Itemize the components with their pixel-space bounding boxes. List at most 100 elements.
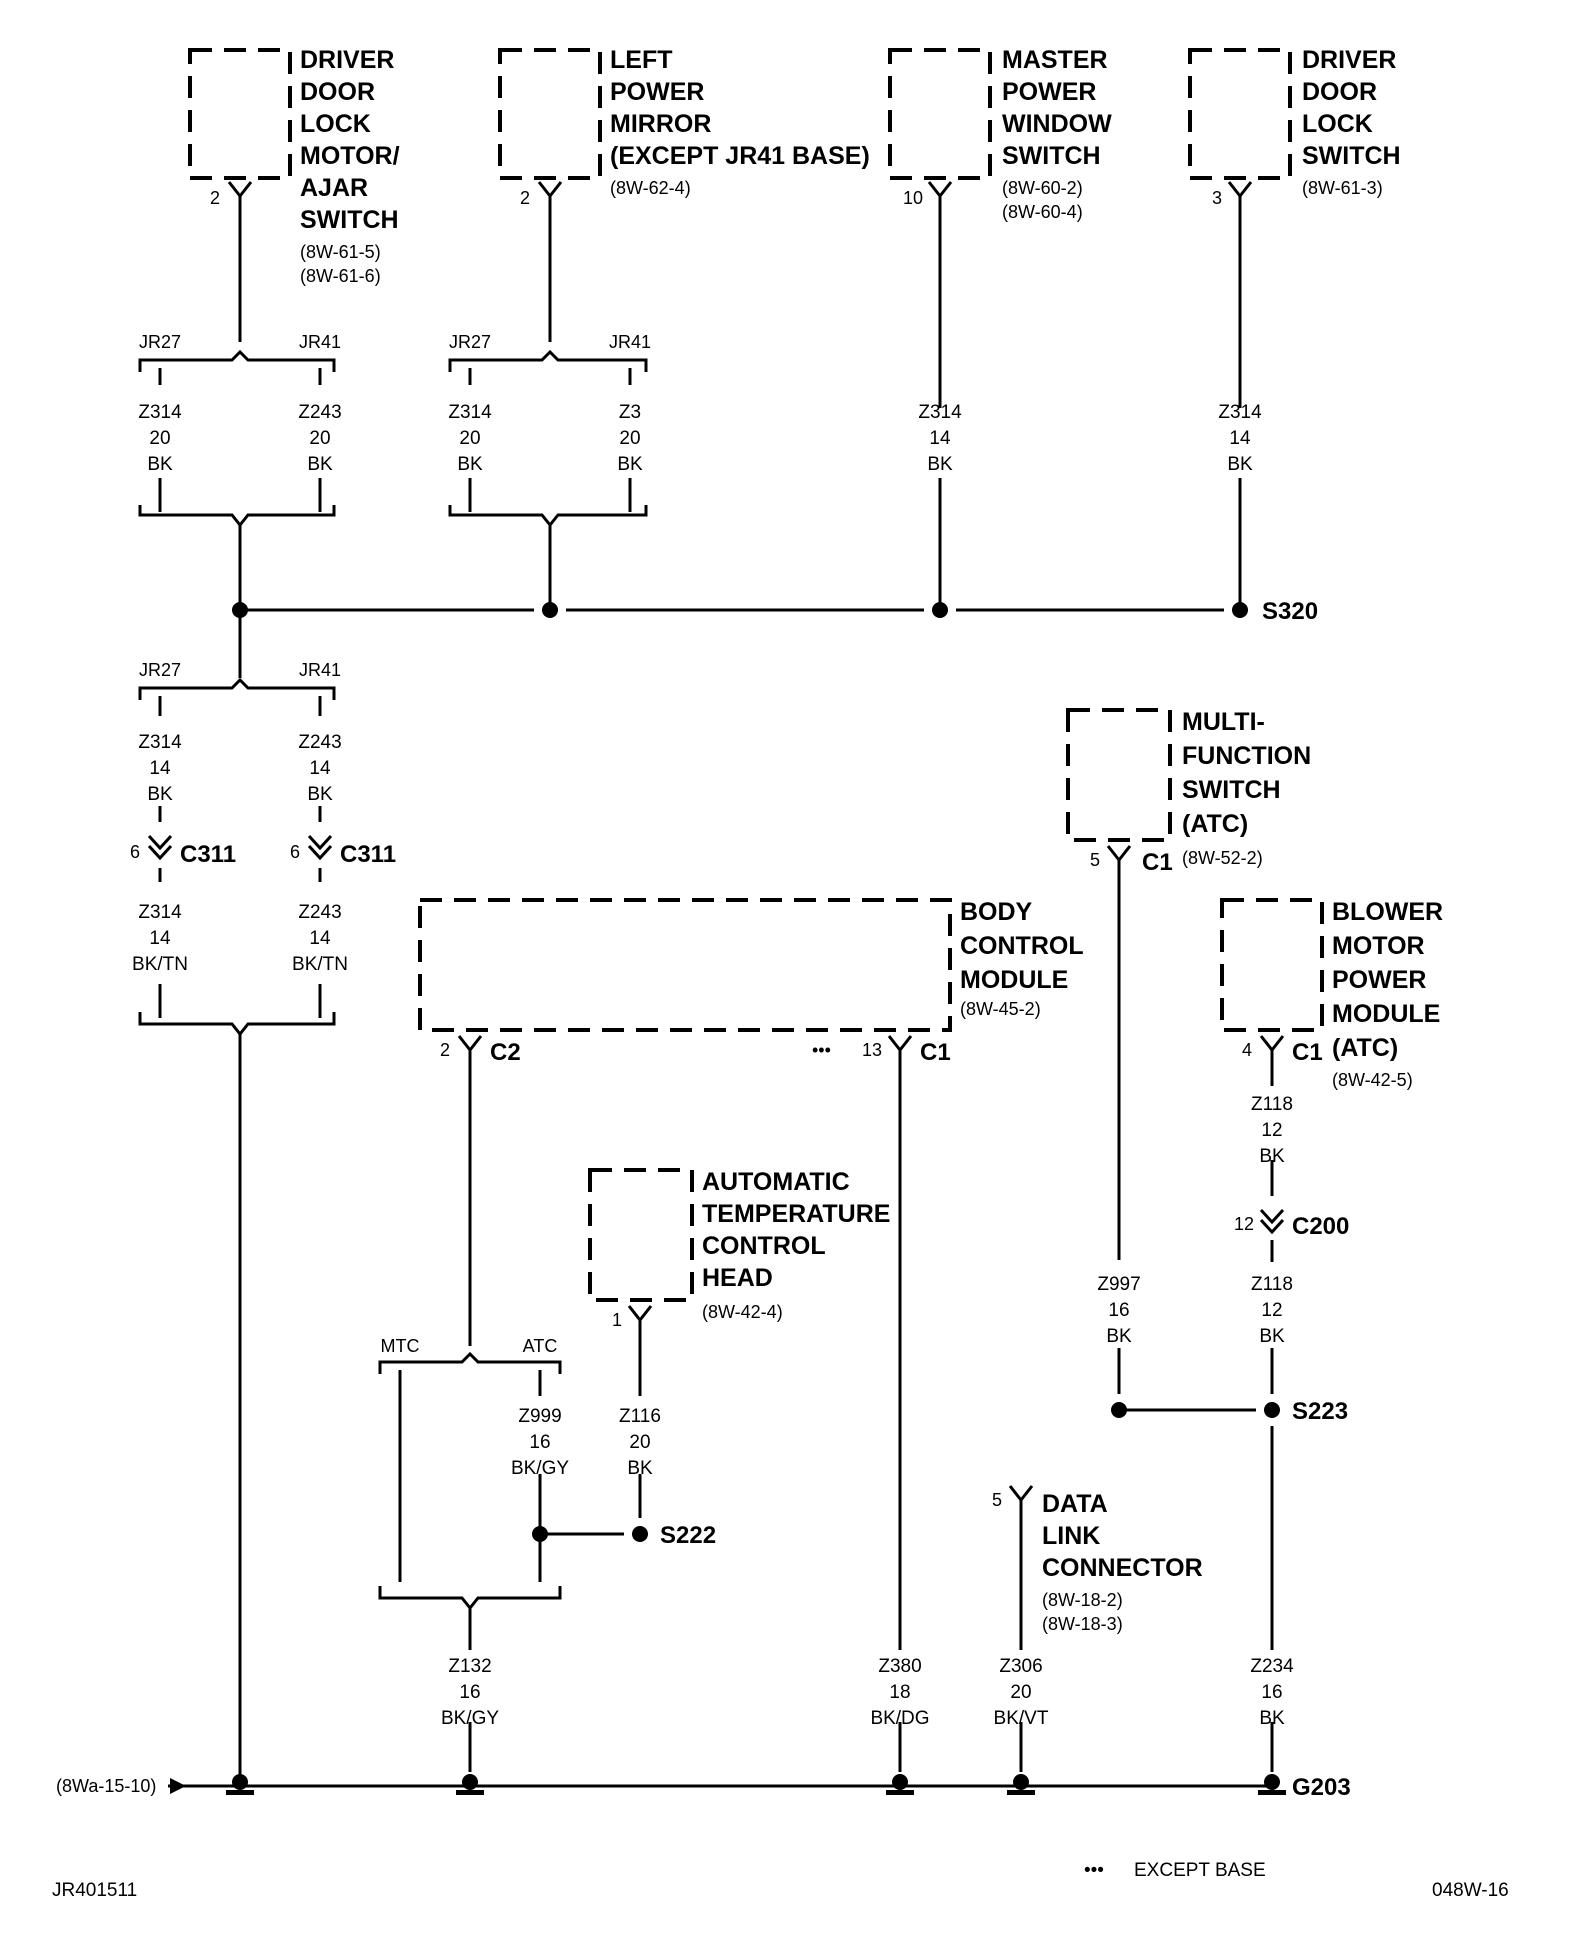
multi-function-switch-box (1066, 708, 1172, 842)
pin-symbol-atc-head (627, 1305, 653, 1323)
pin-number-mfs: 5 (1090, 850, 1100, 870)
opt-jr41-top-mirror: JR41 (609, 332, 651, 352)
opt-atc: ATC (523, 1336, 558, 1356)
connector-bcm-c1: C1 (920, 1039, 951, 1066)
body-control-module-refs: (8W-45-2) (960, 999, 1041, 1019)
opt-jr41-mid: JR41 (299, 660, 341, 680)
opt-jr41-top-left: JR41 (299, 332, 341, 352)
opt-jr27-top-mirror: JR27 (449, 332, 491, 352)
footer-left-code: JR401511 (52, 1880, 137, 1901)
wire-lines (138, 196, 1274, 1788)
blower-motor-power-module-box (1220, 898, 1324, 1032)
pin-number-window: 10 (903, 188, 923, 208)
left-power-mirror-refs: (8W-62-4) (610, 178, 691, 198)
legend-text: EXCEPT BASE (1134, 1860, 1266, 1881)
atc-head-refs: (8W-42-4) (702, 1302, 783, 1322)
multi-function-switch-refs: (8W-52-2) (1182, 848, 1263, 868)
ground-ref-arrow (170, 1778, 186, 1794)
blower-motor-power-module-label: BLOWER MOTOR POWER MODULE (ATC) (1332, 898, 1450, 1062)
opt-jr27-mid: JR27 (139, 660, 181, 680)
pin-number-mirror: 2 (520, 188, 530, 208)
splice-s320: S320 (1262, 598, 1318, 625)
body-control-module-label: BODY CONTROL MODULE (960, 898, 1090, 994)
pin-symbol-mirror (537, 181, 563, 199)
pin-symbol-blower (1259, 1035, 1285, 1053)
data-link-connector-label: DATA LINK CONNECTOR (1042, 1490, 1203, 1582)
pin-number-dlc: 5 (992, 1490, 1002, 1510)
footer-right-code: 048W-16 (1432, 1880, 1509, 1901)
connector-mfs: C1 (1142, 849, 1173, 876)
c200-pin: 12 (1234, 1214, 1254, 1234)
connector-blower: C1 (1292, 1039, 1323, 1066)
pin-symbol-mfs (1106, 845, 1132, 863)
multi-function-switch-label: MULTI- FUNCTION SWITCH (ATC) (1182, 708, 1318, 838)
c311-left-name: C311 (180, 841, 236, 868)
ground-points (226, 1774, 1286, 1795)
blower-motor-power-module-refs: (8W-42-5) (1332, 1070, 1413, 1090)
atc-head-label: AUTOMATIC TEMPERATURE CONTROL HEAD (702, 1168, 897, 1292)
pin-symbol-window (927, 181, 953, 199)
pin-symbol-bcm-c1 (887, 1035, 913, 1053)
pin-number-lock-switch: 3 (1212, 188, 1222, 208)
atc-head-box (588, 1168, 694, 1302)
ground-g203: G203 (1292, 1774, 1351, 1801)
c311-right-name: C311 (340, 841, 396, 868)
splice-s222: S222 (660, 1522, 716, 1549)
body-control-module-box (418, 898, 952, 1032)
driver-door-lock-switch-label: DRIVER DOOR LOCK SWITCH (1302, 46, 1403, 170)
pin-symbol-bcm-c2 (457, 1035, 483, 1053)
pin-number-bcm-c1: 13 (862, 1040, 882, 1060)
pin-number-blower: 4 (1242, 1040, 1252, 1060)
opt-jr27-top-left: JR27 (139, 332, 181, 352)
pin-number-dd-motor: 2 (210, 188, 220, 208)
driver-door-lock-motor-label: DRIVER DOOR LOCK MOTOR/ AJAR SWITCH (300, 46, 407, 234)
left-power-mirror-label: LEFT POWER MIRROR (EXCEPT JR41 BASE) (610, 46, 870, 170)
driver-door-lock-switch-refs: (8W-61-3) (1302, 178, 1383, 198)
c311-right-pin: 6 (290, 842, 300, 862)
master-power-window-switch-label: MASTER POWER WINDOW SWITCH (1002, 46, 1119, 170)
pin-symbol-dd-motor (227, 181, 253, 199)
c200-name: C200 (1292, 1213, 1349, 1240)
splice-dots (232, 602, 1280, 1542)
driver-door-lock-motor-box (188, 48, 292, 180)
driver-door-lock-motor-refs: (8W-61-5) (8W-61-6) (300, 242, 386, 286)
pin-number-bcm-c2: 2 (440, 1040, 450, 1060)
legend-dots: ••• (1084, 1860, 1104, 1881)
except-base-dots-bcm: ••• (812, 1040, 831, 1060)
connector-bcm-c2: C2 (490, 1039, 521, 1066)
data-link-connector-refs: (8W-18-2) (8W-18-3) (1042, 1590, 1128, 1634)
c311-left-pin: 6 (130, 842, 140, 862)
inline-connector-symbols (147, 834, 1285, 1235)
left-power-mirror-box (498, 48, 602, 180)
master-power-window-switch-box (888, 48, 992, 180)
splice-s223: S223 (1292, 1398, 1348, 1425)
master-power-window-switch-refs: (8W-60-2) (8W-60-4) (1002, 178, 1088, 222)
opt-mtc: MTC (381, 1336, 420, 1356)
pin-number-atc-head: 1 (612, 1310, 622, 1330)
pin-symbol-dlc (1008, 1485, 1034, 1503)
pin-symbol-lock-switch (1227, 181, 1253, 199)
driver-door-lock-switch-box (1188, 48, 1292, 180)
ground-ref-label: (8Wa-15-10) (56, 1776, 156, 1796)
